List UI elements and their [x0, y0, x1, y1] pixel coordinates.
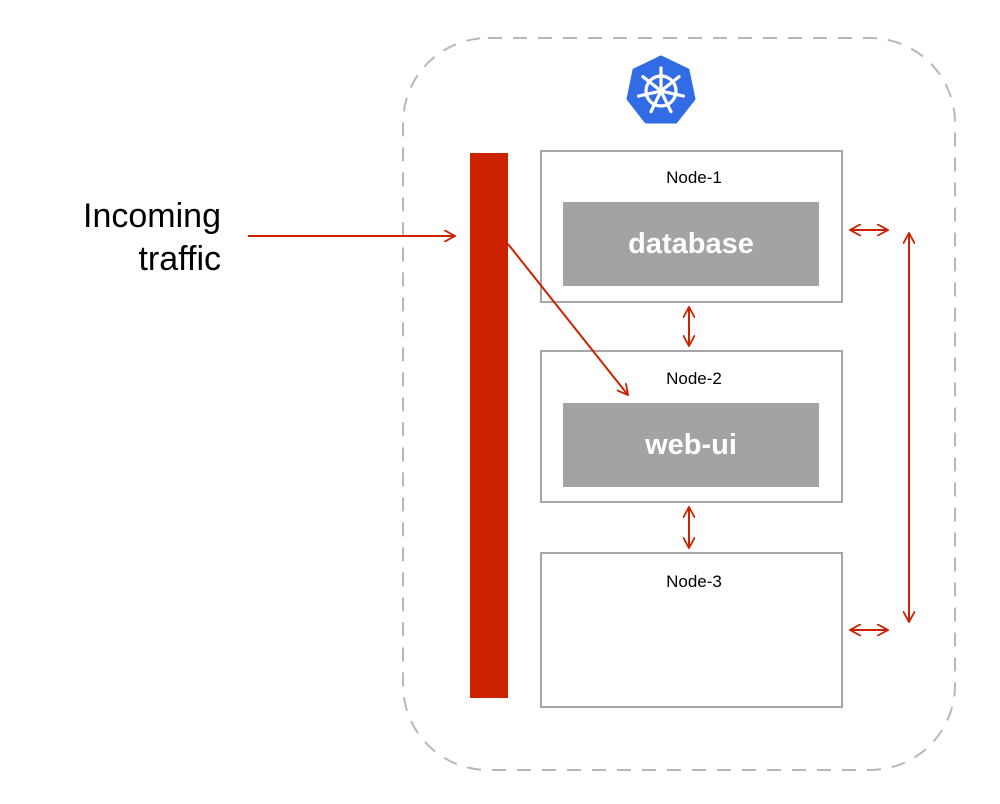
database-pod	[563, 202, 819, 286]
web-ui-pod-label: web-ui	[644, 429, 737, 461]
load-balancer-bar	[470, 153, 508, 698]
routing-arrow-to-web-ui	[507, 243, 628, 395]
web-ui-pod	[563, 403, 819, 487]
node-3-label: Node-3	[666, 572, 722, 591]
node-2-label: Node-2	[666, 369, 722, 388]
node-1-label: Node-1	[666, 168, 722, 187]
incoming-traffic-label-line-2: traffic	[138, 240, 221, 278]
kubernetes-helm-icon	[626, 55, 696, 124]
database-pod-label: database	[628, 228, 754, 260]
incoming-traffic-label-line-1: Incoming	[83, 197, 221, 235]
node-3-box	[540, 552, 843, 708]
cluster-boundary	[402, 37, 956, 771]
